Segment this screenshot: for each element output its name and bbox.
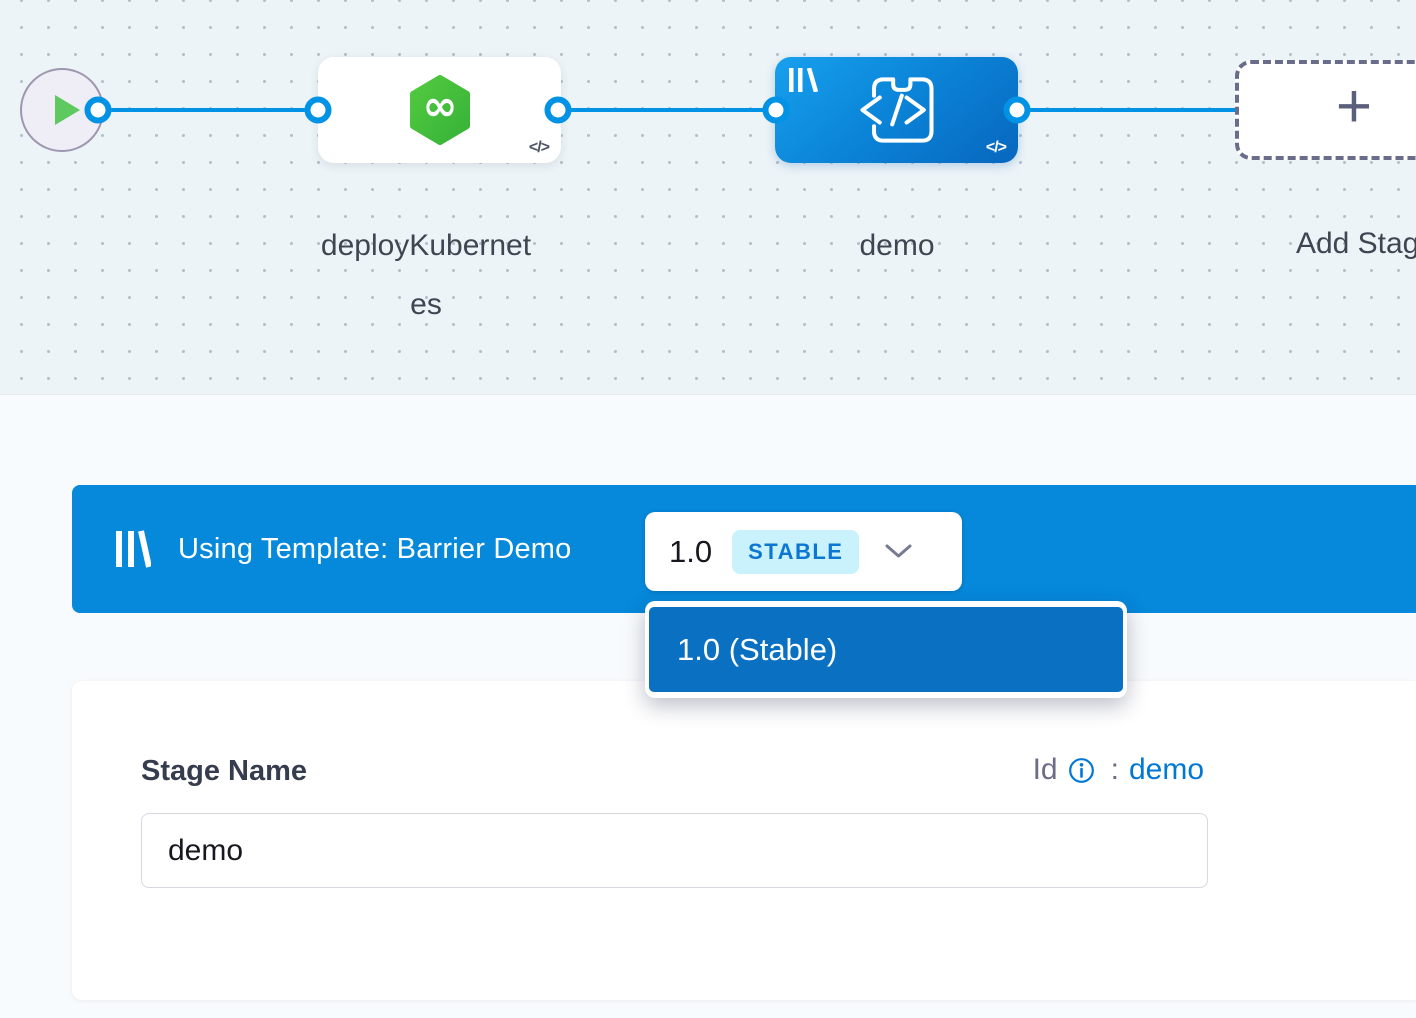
id-label: Id bbox=[1032, 753, 1058, 786]
stage-overview-card: Stage Name Id : demo bbox=[72, 681, 1416, 1000]
svg-text:∞: ∞ bbox=[422, 81, 457, 130]
stage-label-deploykubernetes: deployKubernetes bbox=[320, 229, 532, 321]
stable-badge: STABLE bbox=[732, 529, 860, 574]
code-view-icon[interactable]: </> bbox=[528, 139, 550, 156]
stage-node-deploykubernetes[interactable]: ∞ </> bbox=[318, 57, 561, 163]
stage-name-label: Stage Name bbox=[141, 755, 308, 787]
code-view-icon[interactable]: </> bbox=[985, 139, 1007, 156]
version-dropdown-menu: 1.0 (Stable) bbox=[645, 601, 1127, 698]
connector-port[interactable] bbox=[84, 96, 112, 124]
stage-label-demo: demo bbox=[859, 229, 935, 262]
connector-port[interactable] bbox=[304, 96, 332, 124]
stage-id-value: demo bbox=[1128, 753, 1204, 786]
version-option-stable[interactable]: 1.0 (Stable) bbox=[649, 607, 1123, 692]
connector-port[interactable] bbox=[544, 96, 572, 124]
pipeline-edge bbox=[558, 108, 776, 112]
play-icon bbox=[55, 95, 80, 125]
pipeline-canvas[interactable]: ∞ </> </> + deployKubernetes demo Add St… bbox=[0, 0, 1416, 395]
version-number: 1.0 bbox=[669, 533, 713, 569]
id-separator: : bbox=[1110, 753, 1119, 786]
stage-node-demo-selected[interactable]: </> bbox=[775, 57, 1018, 163]
connector-port[interactable] bbox=[762, 96, 790, 124]
chevron-down-icon bbox=[885, 544, 912, 558]
harness-deploy-icon: ∞ bbox=[409, 75, 470, 145]
custom-stage-code-icon bbox=[859, 77, 934, 143]
template-library-icon bbox=[116, 530, 151, 568]
plus-icon: + bbox=[1335, 72, 1373, 141]
info-icon[interactable] bbox=[1068, 757, 1095, 784]
connector-port[interactable] bbox=[1003, 96, 1031, 124]
pipeline-edge bbox=[98, 108, 318, 112]
template-version-selector[interactable]: 1.0 STABLE bbox=[645, 512, 962, 591]
stage-id-row: Id : demo bbox=[1033, 753, 1204, 787]
add-stage-button[interactable]: + bbox=[1235, 60, 1416, 160]
stage-name-input[interactable] bbox=[141, 813, 1208, 888]
banner-title: Using Template: Barrier Demo bbox=[178, 532, 572, 565]
template-library-icon bbox=[789, 68, 819, 92]
pipeline-edge bbox=[1016, 108, 1237, 112]
add-stage-label: Add Stage bbox=[1295, 227, 1416, 260]
